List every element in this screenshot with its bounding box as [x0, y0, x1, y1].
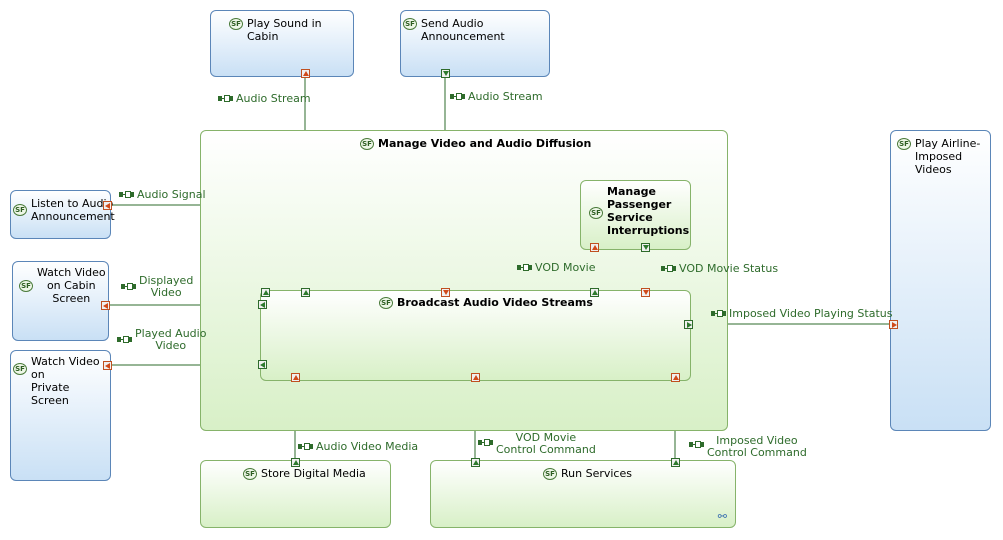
in-port[interactable]	[258, 300, 267, 309]
send-audio-announcement-function[interactable]: SF Send Audio Announcement	[400, 10, 550, 77]
functional-exchange-icon	[121, 283, 136, 291]
function-label: Play Airline-Imposed Videos	[915, 137, 981, 176]
functional-exchange-icon	[478, 439, 493, 447]
system-function-icon: SF	[13, 204, 27, 216]
out-port[interactable]	[103, 201, 112, 210]
in-port[interactable]	[258, 360, 267, 369]
in-port[interactable]	[590, 288, 599, 297]
in-port[interactable]	[684, 320, 693, 329]
functional-exchange-icon	[661, 265, 676, 273]
out-port[interactable]	[441, 288, 450, 297]
play-sound-in-cabin-function[interactable]: SF Play Sound in Cabin	[210, 10, 354, 77]
exchange-label-audio-signal[interactable]: Audio Signal	[119, 189, 206, 201]
functional-exchange-icon	[218, 95, 233, 103]
out-port[interactable]	[471, 373, 480, 382]
system-function-icon: SF	[229, 18, 243, 30]
system-function-icon: SF	[379, 297, 393, 309]
system-function-icon: SF	[13, 363, 27, 375]
functional-exchange-icon	[711, 310, 726, 318]
function-label: Play Sound in Cabin	[247, 17, 322, 43]
exchange-label-audio-stream[interactable]: Audio Stream	[450, 91, 543, 103]
manage-video-audio-diffusion-function[interactable]: SF Manage Video and Audio Diffusion	[200, 130, 728, 431]
system-function-icon: SF	[589, 207, 603, 219]
functional-exchange-icon	[689, 441, 704, 449]
hierarchy-icon: ⚯	[717, 510, 727, 523]
exchange-label-imposed-video-playing-status[interactable]: Imposed Video Playing Status	[711, 308, 892, 320]
in-port[interactable]	[261, 288, 270, 297]
system-function-icon: SF	[543, 468, 557, 480]
out-port[interactable]	[101, 301, 110, 310]
function-label: Broadcast Audio Video Streams	[397, 296, 593, 309]
store-digital-media-function[interactable]: SF Store Digital Media	[200, 460, 391, 528]
play-airline-imposed-videos-function[interactable]: SF Play Airline-Imposed Videos	[890, 130, 991, 431]
out-port[interactable]	[301, 69, 310, 78]
system-function-icon: SF	[403, 18, 417, 30]
exchange-label-vod-movie[interactable]: VOD Movie	[517, 262, 596, 274]
function-label: Run Services	[561, 467, 632, 480]
in-port[interactable]	[301, 288, 310, 297]
functional-exchange-icon	[517, 264, 532, 272]
function-label: Store Digital Media	[261, 467, 366, 480]
system-function-icon: SF	[360, 138, 374, 150]
functional-exchange-icon	[450, 93, 465, 101]
function-label: Send Audio Announcement	[421, 17, 505, 43]
functional-exchange-icon	[119, 191, 134, 199]
function-label: Manage Video and Audio Diffusion	[378, 137, 592, 150]
run-services-function[interactable]: SF Run Services ⚯	[430, 460, 736, 528]
in-port[interactable]	[641, 243, 650, 252]
functional-exchange-icon	[117, 336, 132, 344]
system-function-icon: SF	[19, 280, 33, 292]
out-port[interactable]	[103, 361, 112, 370]
out-port[interactable]	[889, 320, 898, 329]
in-port[interactable]	[671, 458, 680, 467]
out-port[interactable]	[641, 288, 650, 297]
exchange-label-vod-movie-status[interactable]: VOD Movie Status	[661, 263, 778, 275]
exchange-label-audio-video-media[interactable]: Audio Video Media	[298, 441, 418, 453]
in-port[interactable]	[471, 458, 480, 467]
out-port[interactable]	[291, 373, 300, 382]
in-port[interactable]	[441, 69, 450, 78]
functional-exchange-icon	[298, 443, 313, 451]
system-function-icon: SF	[897, 138, 911, 150]
out-port[interactable]	[671, 373, 680, 382]
system-function-icon: SF	[243, 468, 257, 480]
in-port[interactable]	[291, 458, 300, 467]
out-port[interactable]	[590, 243, 599, 252]
broadcast-audio-video-streams-function[interactable]: SF Broadcast Audio Video Streams	[260, 290, 691, 381]
exchange-label-audio-stream[interactable]: Audio Stream	[218, 93, 311, 105]
